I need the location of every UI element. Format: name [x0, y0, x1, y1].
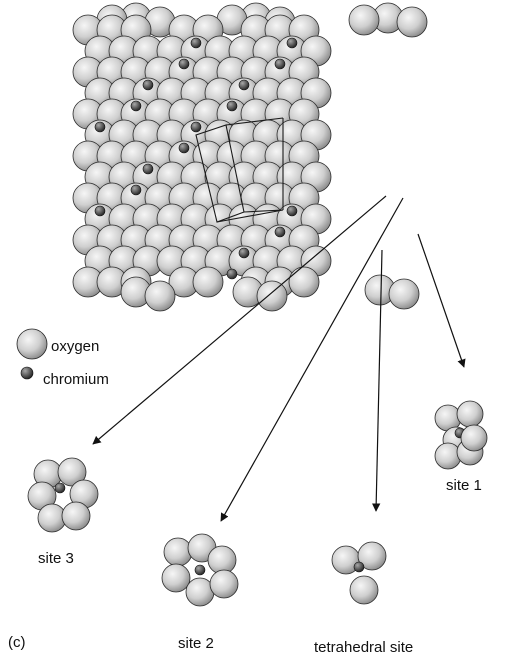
- chromium-atom: [131, 185, 141, 195]
- site-2-label: site 2: [178, 635, 214, 652]
- oxygen-atom: [62, 502, 90, 530]
- site-3-label: site 3: [38, 550, 74, 567]
- panel-label: (c): [8, 634, 26, 651]
- oxygen-atom: [397, 7, 427, 37]
- chromium-atom: [239, 248, 249, 258]
- tetrahedral-site-cluster: [332, 542, 386, 604]
- site-2-cluster: [162, 534, 238, 606]
- chromium-atom: [275, 59, 285, 69]
- chromium-atom: [287, 206, 297, 216]
- chromium-atom: [191, 122, 201, 132]
- chromium-atom: [143, 164, 153, 174]
- chromium-atom: [195, 565, 205, 575]
- chromium-atom: [239, 80, 249, 90]
- chromium-atom: [275, 227, 285, 237]
- oxygen-atom: [349, 5, 379, 35]
- chromium-legend-icon: [21, 367, 33, 379]
- chromium-atom: [55, 483, 65, 493]
- site-3-cluster: [28, 458, 98, 532]
- oxygen-atom: [162, 564, 190, 592]
- chromium-atom: [95, 206, 105, 216]
- oxygen-atom: [257, 281, 287, 311]
- oxygen-atom: [145, 281, 175, 311]
- site-1-cluster: [435, 401, 487, 469]
- tetrahedral-site-label: tetrahedral site: [314, 639, 413, 655]
- oxygen-atom: [210, 570, 238, 598]
- chromium-atom: [131, 101, 141, 111]
- oxygen-atom: [435, 443, 461, 469]
- legend: oxygen chromium: [17, 329, 109, 388]
- chromium-atom: [227, 101, 237, 111]
- chromium-atom: [95, 122, 105, 132]
- oxygen-atom: [389, 279, 419, 309]
- oxygen-legend-icon: [17, 329, 47, 359]
- chromium-atom: [354, 562, 364, 572]
- crystal-lattice: [73, 3, 427, 311]
- oxygen-atom: [350, 576, 378, 604]
- chromium-atom: [227, 269, 237, 279]
- oxygen-atom: [164, 538, 192, 566]
- chromium-atom: [179, 143, 189, 153]
- arrow-to-site-1: [418, 234, 464, 367]
- chromium-atom: [287, 38, 297, 48]
- chromium-atom: [191, 38, 201, 48]
- oxygen-legend-label: oxygen: [51, 338, 99, 355]
- oxygen-atom: [457, 401, 483, 427]
- oxygen-atom: [461, 425, 487, 451]
- site-1-label: site 1: [446, 477, 482, 494]
- oxygen-atom: [193, 267, 223, 297]
- chromium-legend-label: chromium: [43, 371, 109, 388]
- oxygen-atom: [289, 267, 319, 297]
- chromium-atom: [143, 80, 153, 90]
- chromium-atom: [179, 59, 189, 69]
